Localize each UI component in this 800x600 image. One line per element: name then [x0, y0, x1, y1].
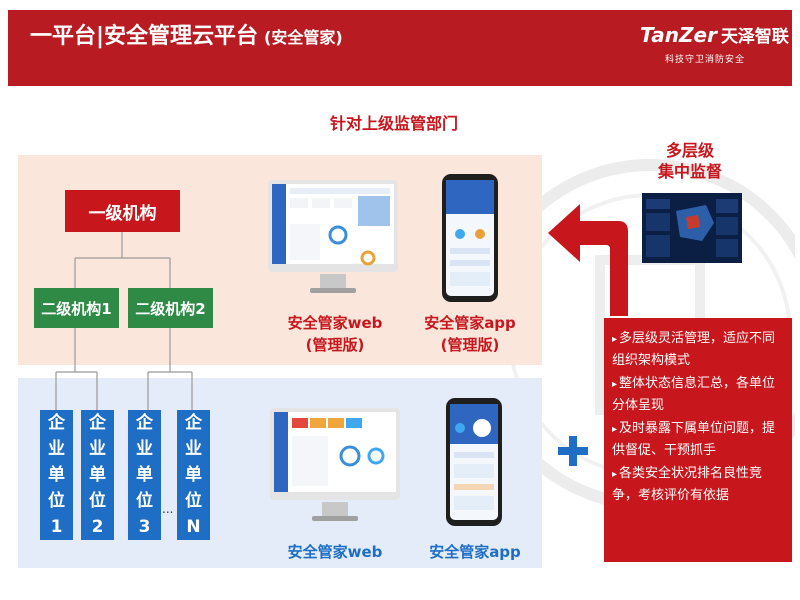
benefit-item: 多层级灵活管理，适应不同组织架构模式 — [612, 328, 784, 371]
benefit-item: 整体状态信息汇总，各单位分体呈现 — [612, 373, 784, 416]
page-subtitle: (安全管家) — [264, 28, 343, 47]
org-level-2-item: 二级机构1 — [34, 288, 119, 328]
benefit-item: 及时暴露下属单位问题，提供督促、干预抓手 — [612, 418, 784, 461]
app-label-admin: 安全管家app(管理版) — [424, 314, 516, 354]
section-label-supervisors: 针对上级监管部门 — [330, 114, 459, 133]
unit-ellipsis: ... — [162, 502, 174, 516]
org-level-1: 一级机构 — [65, 190, 180, 232]
web-label-enterprise: 安全管家web — [287, 543, 383, 561]
header-banner — [8, 10, 792, 86]
benefit-item: 各类安全状况排名良性竞争，考核评价有依据 — [612, 463, 784, 506]
plus-icon — [558, 436, 588, 466]
web-label-admin: 安全管家web(管理版) — [287, 314, 383, 354]
curved-arrow-icon — [548, 204, 628, 316]
multi-level-heading: 多层级集中监督 — [657, 141, 722, 181]
brand-slogan: 科技守卫消防安全 — [665, 55, 746, 65]
brand-name-cn: 天泽智联 — [720, 27, 789, 47]
dashboard-screen-icon — [642, 193, 742, 263]
phone-icon — [442, 174, 498, 302]
org-level-2-item: 二级机构2 — [128, 288, 213, 328]
page-title: 一平台|安全管理云平台(安全管家) — [30, 24, 343, 49]
app-label-enterprise: 安全管家app — [429, 543, 521, 561]
benefits-panel: 多层级灵活管理，适应不同组织架构模式 整体状态信息汇总，各单位分体呈现 及时暴露… — [604, 318, 792, 562]
phone-icon — [446, 398, 502, 526]
monitor-icon — [268, 180, 398, 293]
monitor-icon — [270, 408, 400, 521]
